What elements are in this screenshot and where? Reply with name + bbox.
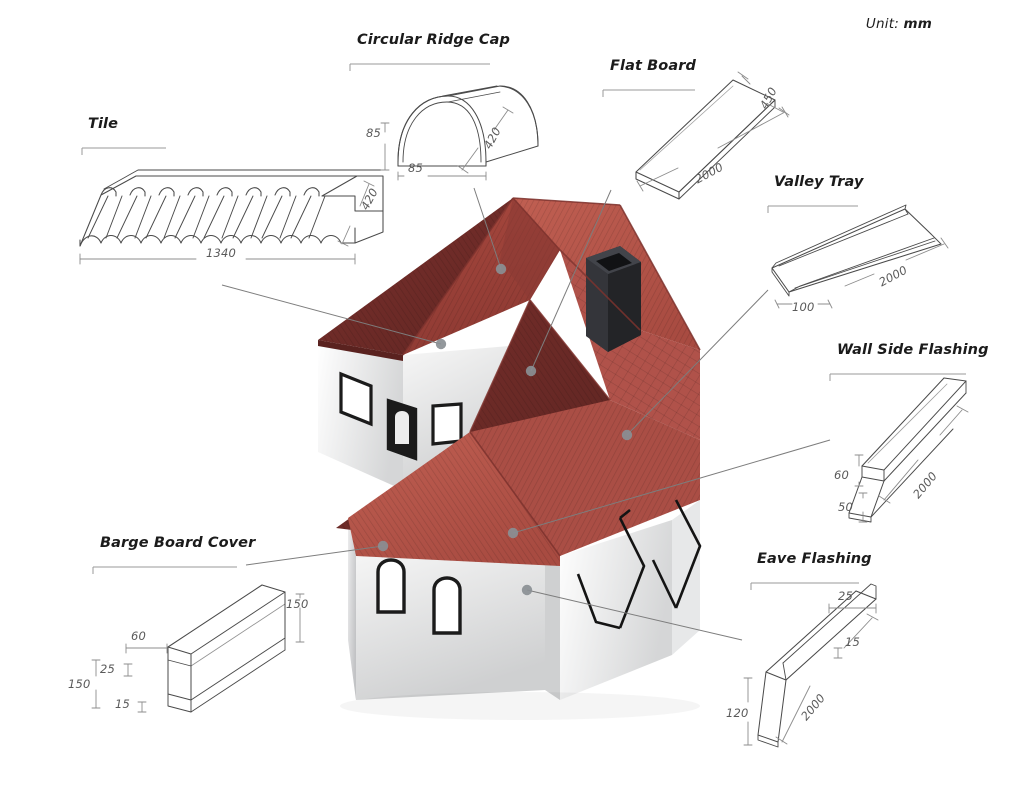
leader-flat-board: [530, 189, 612, 372]
leader-tile: [221, 284, 442, 345]
dim-barge-height-left: 150: [68, 677, 91, 691]
callout-dot-eave-flashing: [521, 584, 533, 596]
dim-barge-depth: 60: [131, 629, 147, 643]
openings-left-wall: [339, 371, 463, 461]
label-rule-tile: [81, 147, 166, 155]
unit-note: Unit: mm: [866, 16, 932, 32]
label-rule-circular-ridge-cap: [349, 63, 490, 71]
roof-fascia-left: [318, 340, 403, 361]
callout-dot-flat-board: [525, 365, 537, 377]
callout-dot-wall-side-flashing: [507, 527, 519, 539]
part-drawing-eave-flashing: [743, 583, 879, 748]
dim-tile-length: 1340: [206, 246, 237, 260]
part-drawing-valley-tray: [771, 204, 949, 309]
part-label-circular-ridge-cap: Circular Ridge Cap: [357, 32, 511, 48]
dim-valleytray-width: 100: [792, 300, 815, 314]
part-drawing-circular-ridge-cap: [380, 85, 539, 181]
part-drawing-barge-board-cover: [91, 584, 305, 713]
leader-barge-board-cover: [245, 545, 384, 566]
part-line-drawings: [79, 71, 969, 748]
callout-dot-circular-ridge-cap: [495, 263, 507, 275]
dim-eaveflash-drop: 120: [726, 706, 749, 720]
leader-circular-ridge-cap: [473, 187, 502, 270]
part-label-eave-flashing: Eave Flashing: [757, 551, 872, 567]
openings-front-wall: [376, 558, 462, 635]
label-rule-flat-board: [602, 89, 695, 97]
part-drawing-tile: [79, 169, 386, 265]
callout-dot-barge-board-cover: [377, 540, 389, 552]
label-rule-eave-flashing: [750, 582, 859, 590]
dim-wallflash-lower: 50: [838, 500, 854, 514]
dim-barge-bottom-lip: 15: [115, 697, 131, 711]
chimney-flue-opening: [596, 253, 632, 271]
dim-ridgecap-height: 85: [366, 126, 382, 140]
unit-prefix: Unit:: [865, 16, 899, 32]
wall-front-return: [545, 546, 560, 700]
leader-eave-flashing: [526, 589, 743, 641]
house-3d-render: [318, 197, 702, 720]
roof-shadow-wedge: [500, 198, 560, 300]
label-rule-wall-side-flashing: [829, 373, 966, 381]
callout-leaders: [221, 187, 831, 641]
callout-dot-tile: [435, 338, 447, 350]
part-label-wall-side-flashing: Wall Side Flashing: [837, 342, 989, 358]
dim-ridgecap-width: 85: [408, 161, 424, 175]
roof-plane-lower-right-texture: [470, 400, 700, 556]
dim-eaveflash-top: 25: [838, 589, 854, 603]
part-label-barge-board-cover: Barge Board Cover: [100, 535, 256, 551]
chimney: [586, 246, 641, 352]
wall-right-wing-end: [672, 500, 700, 655]
ground-shadow: [340, 692, 700, 720]
unit-value: mm: [903, 16, 932, 32]
leader-wall-side-flashing: [512, 439, 831, 534]
label-underlines: [81, 63, 966, 590]
roof-ridge-lines: [402, 197, 701, 557]
dim-barge-height-right: 150: [286, 597, 309, 611]
wall-front-gable-side: [348, 518, 356, 700]
dim-wallflash-upper: 60: [834, 468, 850, 482]
dim-eaveflash-lip: 15: [845, 635, 861, 649]
part-drawing-flat-board: [635, 71, 790, 200]
label-rule-barge-board-cover: [92, 566, 237, 574]
dim-barge-top-lip: 25: [100, 662, 116, 676]
part-label-flat-board: Flat Board: [610, 58, 696, 74]
part-label-valley-tray: Valley Tray: [774, 174, 864, 190]
callout-dot-valley-tray: [621, 429, 633, 441]
part-drawing-wall-side-flashing: [848, 377, 969, 523]
part-label-tile: Tile: [88, 116, 119, 132]
leader-valley-tray: [626, 289, 769, 436]
eave-frame-outline: [576, 499, 702, 630]
label-rule-valley-tray: [767, 205, 858, 213]
callout-dots: [377, 263, 633, 596]
roof-plane-front-bright-texture: [348, 432, 560, 566]
